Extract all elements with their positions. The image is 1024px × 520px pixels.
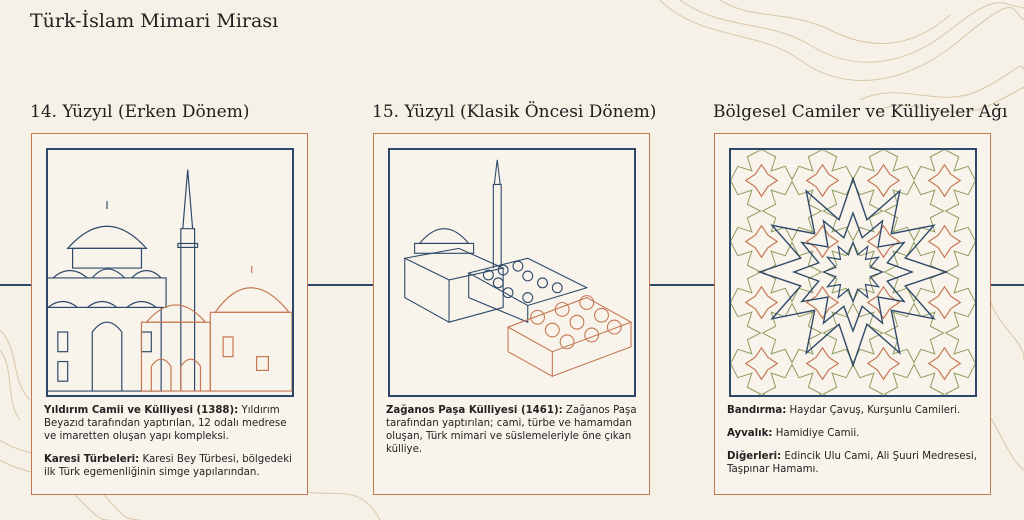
geometric-star-pattern: [729, 148, 977, 397]
isometric-complex-drawing: [388, 148, 636, 397]
card-regional-network: Bandırma: Haydar Çavuş, Kurşunlu Camiler…: [714, 133, 991, 495]
entry-ayvalik: Ayvalık: Hamidiye Camii.: [727, 428, 860, 439]
card-description: Yıldırım Camii ve Külliyesi (1388): Yıld…: [44, 404, 297, 489]
star-shape: [866, 285, 901, 320]
entry-digerleri: Diğerleri: Edincik Ulu Cami, Ali Şuuri M…: [727, 451, 977, 475]
column-heading-regional-network: Bölgesel Camiler ve Külliyeler Ağı: [713, 102, 1008, 122]
star-shape: [927, 163, 962, 198]
card-14th-century: Yıldırım Camii ve Külliyesi (1388): Yıld…: [31, 133, 308, 495]
star-shape: [731, 241, 762, 303]
column-heading-14th-century: 14. Yüzyıl (Erken Dönem): [30, 102, 250, 122]
star-shape: [731, 363, 762, 395]
star-shape: [927, 346, 962, 381]
star-shape: [944, 180, 975, 242]
card-description: Bandırma: Haydar Çavuş, Kurşunlu Camiler…: [727, 404, 980, 486]
entry-yildirim: Yıldırım Camii ve Külliyesi (1388): Yıld…: [44, 405, 287, 442]
star-shape: [744, 224, 779, 259]
star-shape: [731, 180, 762, 242]
star-shape: [761, 241, 823, 303]
star-shape: [883, 180, 945, 242]
star-shape: [791, 210, 915, 334]
entry-zaganos: Zağanos Paşa Külliyesi (1461): Zağanos P…: [386, 405, 637, 455]
star-shape: [805, 346, 840, 381]
entry-karesi: Karesi Türbeleri: Karesi Bey Türbesi, bö…: [44, 454, 292, 478]
star-shape: [944, 150, 975, 181]
star-shape: [883, 363, 945, 395]
card-15th-century: Zağanos Paşa Külliyesi (1461): Zağanos P…: [373, 133, 650, 495]
card-description: Zağanos Paşa Külliyesi (1461): Zağanos P…: [386, 404, 639, 466]
star-shape: [866, 346, 901, 381]
star-shape: [761, 150, 823, 181]
star-shape: [822, 363, 884, 395]
star-shape: [883, 302, 945, 364]
star-shape: [944, 363, 975, 395]
star-shape: [761, 302, 823, 364]
star-shape: [805, 285, 840, 320]
star-shape: [927, 224, 962, 259]
page-title: Türk-İslam Mimari Mirası: [30, 10, 279, 32]
star-shape: [944, 302, 975, 364]
column-heading-15th-century: 15. Yüzyıl (Klasik Öncesi Dönem): [372, 102, 657, 122]
star-shape: [866, 224, 901, 259]
star-shape: [927, 285, 962, 320]
star-shape: [883, 150, 945, 181]
star-shape: [866, 163, 901, 198]
star-shape: [731, 150, 762, 181]
star-shape: [883, 241, 945, 303]
star-shape: [757, 176, 949, 368]
star-shape: [822, 302, 884, 364]
mosque-drawing: [46, 148, 294, 397]
entry-bandirma: Bandırma: Haydar Çavuş, Kurşunlu Camiler…: [727, 405, 961, 416]
star-shape: [761, 180, 823, 242]
star-shape: [731, 302, 762, 364]
star-shape: [805, 224, 840, 259]
star-shape: [744, 346, 779, 381]
star-shape: [744, 285, 779, 320]
star-shape: [822, 241, 884, 303]
star-shape: [822, 180, 884, 242]
star-shape: [821, 240, 885, 304]
star-shape: [944, 241, 975, 303]
star-shape: [744, 163, 779, 198]
star-shape: [805, 163, 840, 198]
star-shape: [761, 363, 823, 395]
star-shape: [822, 150, 884, 181]
